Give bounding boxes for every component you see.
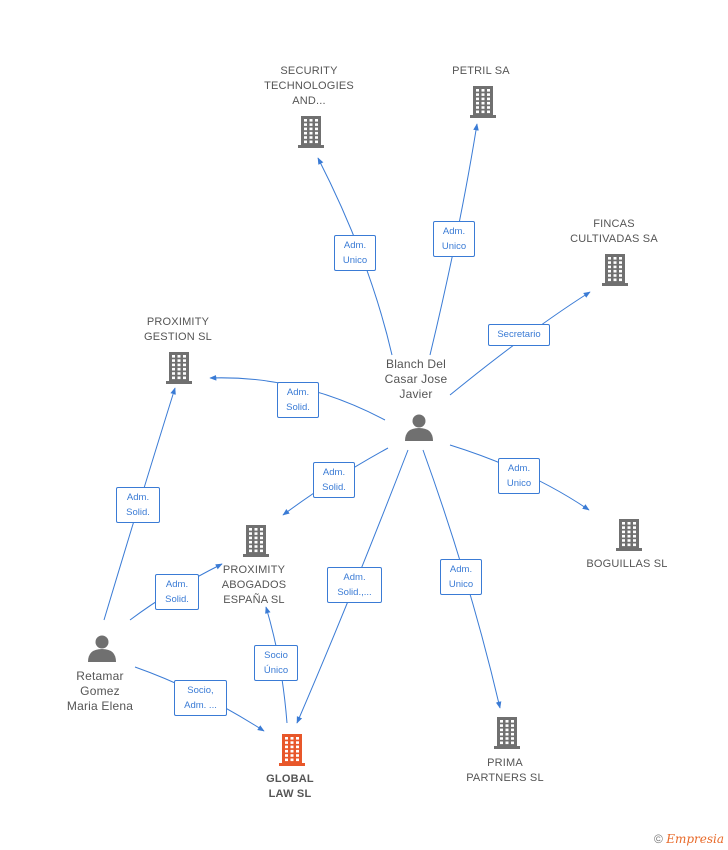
footer: © Empresia <box>654 832 724 846</box>
edge-label-retamar-to-global[interactable]: Socio,Adm. ... <box>174 680 227 716</box>
edge-label-blanch-to-prima[interactable]: Adm.Unico <box>440 559 482 595</box>
building-icon[interactable] <box>298 116 324 148</box>
building-icon[interactable] <box>279 734 305 766</box>
edge-label-blanch-to-boguillas[interactable]: Adm.Unico <box>498 458 540 494</box>
edge-label-blanch-to-global[interactable]: Adm.Solid.,... <box>327 567 382 603</box>
node-label-petril[interactable]: PETRIL SA <box>452 65 510 77</box>
edge-label-blanch-to-fincas[interactable]: Secretario <box>488 324 550 346</box>
edge-label-retamar-to-proximity_abogados[interactable]: Adm.Solid. <box>155 574 199 610</box>
person-icon[interactable] <box>88 635 116 663</box>
building-icon[interactable] <box>166 352 192 384</box>
building-icon[interactable] <box>602 254 628 286</box>
brand-logo[interactable]: Empresia <box>666 832 724 846</box>
building-icon[interactable] <box>616 519 642 551</box>
copyright-symbol: © <box>654 832 663 846</box>
node-label-boguillas[interactable]: BOGUILLAS SL <box>586 558 668 570</box>
edge-label-blanch-to-proximity_gestion[interactable]: Adm.Solid. <box>277 382 319 418</box>
edge-label-blanch-to-proximity_abogados[interactable]: Adm.Solid. <box>313 462 355 498</box>
icons-layer <box>88 86 642 766</box>
person-icon[interactable] <box>405 414 433 442</box>
edge-label-retamar-to-proximity_gestion[interactable]: Adm.Solid. <box>116 487 160 523</box>
edge-label-blanch-to-petril[interactable]: Adm.Unico <box>433 221 475 257</box>
building-icon[interactable] <box>470 86 496 118</box>
building-icon[interactable] <box>494 717 520 749</box>
edge-label-blanch-to-security[interactable]: Adm.Unico <box>334 235 376 271</box>
edges-layer <box>103 123 591 732</box>
building-icon[interactable] <box>243 525 269 557</box>
